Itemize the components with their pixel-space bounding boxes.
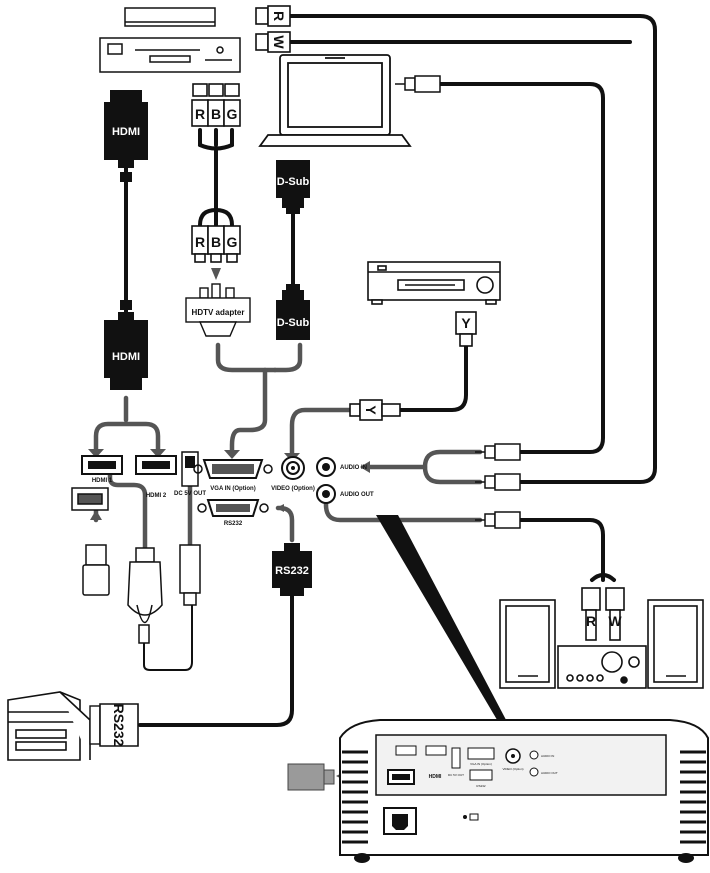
rear-audio-in-label: AUDIO IN	[541, 754, 554, 758]
audio-plugs-speaker: R W	[581, 587, 625, 641]
speaker-r: R	[586, 613, 596, 629]
rear-vga-label: VGA IN (Option)	[470, 762, 492, 766]
wireless-dongle-icon	[287, 763, 335, 791]
video-port: VIDEO (Option)	[271, 456, 315, 492]
hdmi2-label: HDMI 2	[146, 493, 167, 499]
minijack-plugs	[395, 75, 521, 529]
rca-bottom-r: R	[195, 234, 205, 250]
rs232-plug-label: RS232	[275, 565, 309, 577]
rca-plugs-bottom: R B G	[191, 225, 241, 263]
hdmi-label-top: HDMI	[112, 126, 140, 138]
audio-out-label: AUDIO OUT	[340, 492, 374, 498]
rca-plugs-top: R B G	[191, 83, 241, 127]
video-plug-label: Y	[461, 315, 471, 331]
vga-in-label: VGA IN (Option)	[210, 486, 255, 492]
rs232-pc-plug: RS232	[89, 703, 139, 747]
zoom-wedge	[376, 515, 514, 735]
rca-bottom-g: G	[227, 234, 238, 250]
dsub-plug-bottom: D-Sub	[276, 284, 310, 340]
rear-hdmi-label: HDMI	[429, 774, 442, 780]
hdmi-plug-bottom: HDMI	[104, 300, 148, 390]
hdmi2-port: HDMI 2	[135, 455, 177, 499]
speakers-icon	[499, 599, 704, 689]
hdmi-dongle-icon	[127, 544, 201, 671]
video-plug-horizontal: Y	[349, 399, 401, 421]
cables-black	[124, 14, 657, 727]
rs232-plug: RS232	[272, 543, 312, 596]
hdtv-adapter: HDTV adapter	[185, 283, 251, 337]
vcr-icon	[367, 261, 501, 305]
rca-bottom-b: B	[211, 234, 221, 250]
dc-out-port: DC 5V OUT	[174, 451, 206, 497]
rear-video-label: VIDEO (Option)	[502, 767, 523, 771]
hdmi-plug-top: HDMI	[104, 90, 148, 182]
rear-audio-out-label: AUDIO OUT	[541, 771, 558, 775]
dvd-player-icon	[99, 7, 241, 73]
vga-in-port: VGA IN (Option)	[193, 459, 273, 492]
audio-top-r: R	[271, 11, 287, 21]
rear-dc-out-label: DC 5V OUT	[448, 773, 464, 777]
rear-rs232-label: RS232	[476, 784, 486, 788]
rca-top-b: B	[211, 106, 221, 122]
hdmi1-port: HDMI 1	[81, 455, 123, 484]
speaker-w: W	[608, 613, 622, 629]
video-plug-side-label: Y	[363, 405, 379, 415]
audio-plugs-top: R W	[255, 5, 291, 53]
dsub-plug-top: D-Sub	[276, 160, 310, 214]
video-plug-vertical: Y	[455, 311, 477, 347]
audio-top-w: W	[271, 35, 287, 49]
audio-out-port: AUDIO OUT	[316, 484, 374, 504]
usb-drive-icon	[82, 544, 110, 596]
audio-in-port: AUDIO IN	[316, 457, 367, 477]
rs232-pc-label: RS232	[111, 704, 127, 747]
port-panel: HDMI 1 HDMI 2 DC 5V OUT VGA IN (Option) …	[81, 451, 374, 527]
hdtv-adapter-label: HDTV adapter	[192, 308, 245, 317]
dsub-label-top: D-Sub	[277, 176, 310, 188]
usb-port	[71, 487, 109, 511]
hdmi-label-bottom: HDMI	[112, 351, 140, 363]
video-port-label: VIDEO (Option)	[271, 486, 315, 492]
projector-icon: HDMI DC 5V OUT VGA IN (Option) RS232 VID…	[339, 719, 709, 863]
audio-in-label: AUDIO IN	[340, 465, 367, 471]
rca-top-r: R	[195, 106, 205, 122]
rca-top-g: G	[227, 106, 238, 122]
dc-out-label: DC 5V OUT	[174, 491, 206, 497]
dsub-label-bottom: D-Sub	[277, 317, 310, 329]
laptop-icon	[258, 54, 412, 147]
rs232-port-label: RS232	[224, 521, 243, 527]
hdmi1-label: HDMI 1	[92, 478, 113, 484]
pc-icon	[7, 691, 91, 761]
rs232-port: RS232	[197, 499, 269, 527]
